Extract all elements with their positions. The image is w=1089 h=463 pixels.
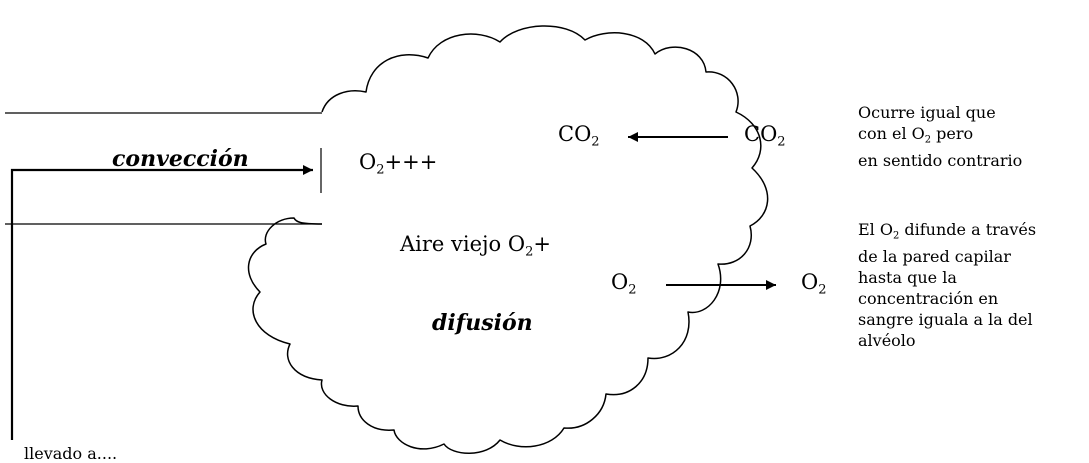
o2-note: El O2 difunde a través de la pared capil…: [858, 219, 1036, 351]
co2-note-line-2: con el O2 pero: [858, 124, 974, 146]
diffusion-label: difusión: [432, 310, 533, 336]
co2-note-line-3: en sentido contrario: [858, 151, 1023, 171]
bottom-partial-label: llevado a....: [24, 444, 118, 463]
o2-blood-label: O2: [801, 270, 827, 298]
co2-note-line-1: Ocurre igual que: [858, 103, 996, 122]
co2-note: Ocurre igual que con el O2 pero en senti…: [858, 102, 1022, 171]
alveolar-o2-high-label: O2+++: [359, 150, 438, 178]
alveolus-outline: [247, 25, 769, 454]
convection-label: convección: [112, 146, 249, 172]
o2-note-line-5: sangre iguala a la del: [858, 310, 1033, 330]
o2-note-line-2: de la pared capilar: [858, 247, 1011, 267]
old-air-label: Aire viejo O2+: [400, 232, 551, 260]
o2-note-line-1: El O2 difunde a través: [858, 220, 1037, 242]
o2-alveolus-label: O2: [611, 270, 637, 298]
o2-note-line-3: hasta que la: [858, 268, 957, 288]
convection-arrow: [10, 165, 313, 440]
co2-blood-label: CO2: [744, 122, 786, 150]
o2-note-line-4: concentración en: [858, 289, 999, 309]
o2-note-line-6: alvéolo: [858, 331, 916, 351]
co2-alveolus-label: CO2: [558, 122, 600, 150]
